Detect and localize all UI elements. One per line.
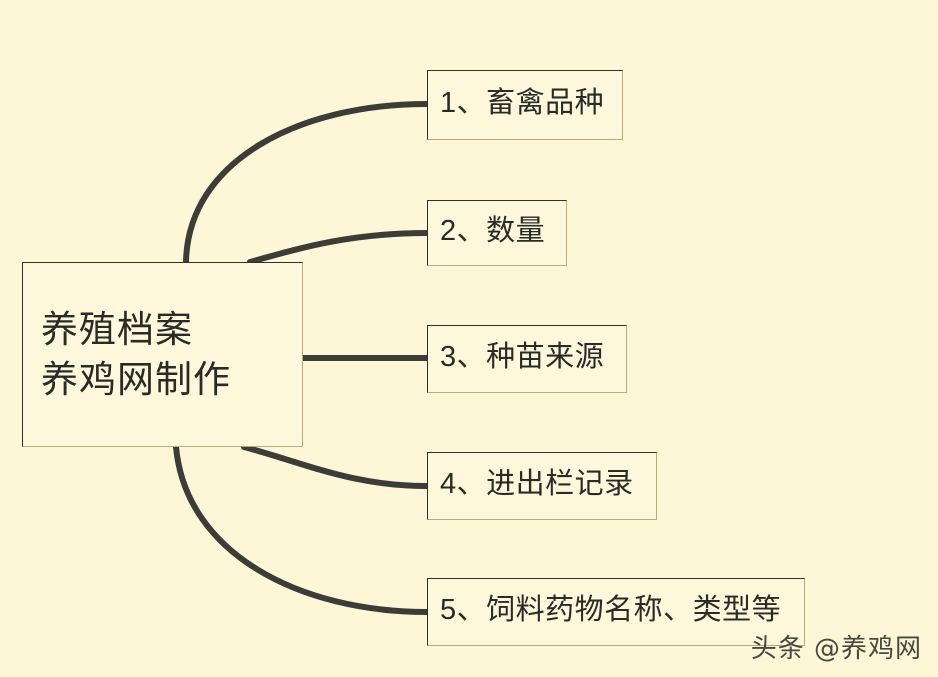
branch-node-1[interactable]: 1、畜禽品种 [427,70,623,140]
branch-label-4: 4、进出栏记录 [440,468,634,500]
branch-node-4[interactable]: 4、进出栏记录 [427,452,657,520]
branch-label-5: 5、饲料药物名称、类型等 [440,594,782,626]
connector-branch-2 [247,230,430,265]
branch-label-3: 3、种苗来源 [440,341,605,373]
branch-label-1: 1、畜禽品种 [440,87,605,119]
connector-branch-5 [173,444,430,615]
connector-branch-1 [183,101,430,265]
branch-node-5[interactable]: 5、饲料药物名称、类型等 [427,578,805,646]
central-topic-line-1: 养殖档案 [41,309,193,351]
branch-node-3[interactable]: 3、种苗来源 [427,325,627,393]
central-topic-node[interactable]: 养殖档案 养鸡网制作 [22,262,303,447]
central-topic-line-2: 养鸡网制作 [41,358,231,400]
connector-branch-4 [241,444,430,489]
branch-label-2: 2、数量 [440,215,546,247]
branch-node-2[interactable]: 2、数量 [427,200,567,266]
watermark: 头条 @养鸡网 [750,634,922,664]
